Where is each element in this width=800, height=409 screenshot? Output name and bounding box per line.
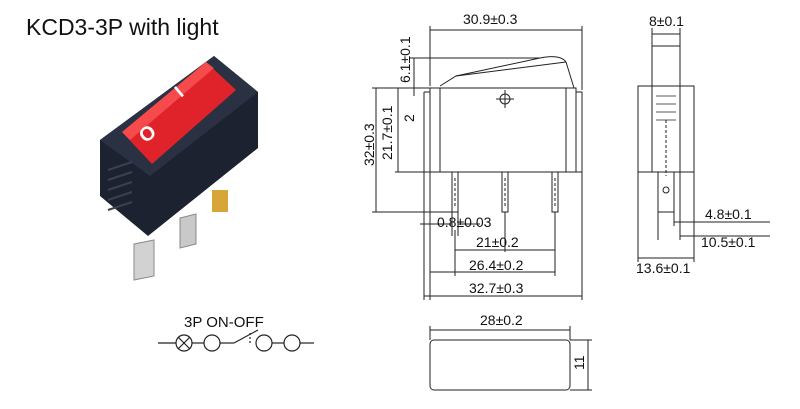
- front-view-labels: 30.9±0.3 6.1±0.1 21.7±0.1 2 32±0.3 0.8±0…: [361, 11, 524, 296]
- dim-depth: 10.5±0.1: [701, 234, 756, 250]
- dim-pin-pitch-inner: 21±0.2: [476, 234, 519, 250]
- dim-bottom-width: 28±0.2: [480, 312, 523, 328]
- terminal-top: [212, 190, 228, 212]
- dim-pin-width: 0.8±0.03: [437, 214, 492, 230]
- dim-total-height: 32±0.3: [361, 123, 377, 166]
- housing-ribs: [107, 161, 133, 211]
- dim-width-bottom: 32.7±0.3: [469, 280, 524, 296]
- dim-depth-total: 13.6±0.1: [636, 260, 691, 276]
- dim-bottom-height: 11: [571, 355, 587, 370]
- side-view-labels: 8±0.1 4.8±0.1 10.5±0.1 13.6±0.1: [636, 13, 756, 276]
- rocker-highlight: [122, 62, 214, 140]
- front-view: [372, 26, 583, 300]
- schematic-label: 3P ON-OFF: [184, 314, 264, 331]
- dim-side-width: 8±0.1: [649, 13, 684, 29]
- bottom-view-labels: 28±0.2 11: [480, 312, 587, 370]
- dim-rocker-height: 6.1±0.1: [397, 36, 413, 83]
- product-title: KCD3-3P with light: [26, 14, 219, 40]
- terminal-middle: [179, 213, 197, 249]
- rocker-button: [122, 62, 236, 164]
- side-view: [637, 28, 770, 262]
- switch-schematic: 3P ON-OFF: [158, 314, 314, 352]
- dim-pin-pitch-outer: 26.4±0.2: [469, 257, 524, 273]
- bottom-view: [429, 326, 592, 391]
- dim-gap: 2: [401, 114, 417, 122]
- dim-tab-width: 4.8±0.1: [705, 206, 752, 222]
- switch-photo: I O: [100, 56, 258, 281]
- dim-width-top: 30.9±0.3: [463, 11, 518, 27]
- dim-body-height: 21.7±0.1: [379, 105, 395, 160]
- terminal-front: [133, 239, 155, 281]
